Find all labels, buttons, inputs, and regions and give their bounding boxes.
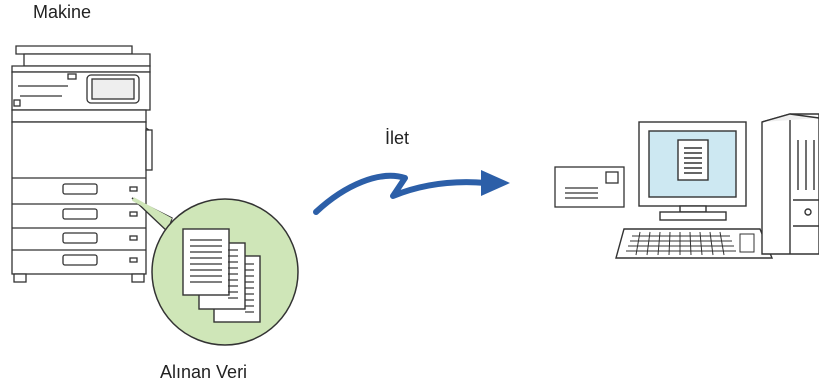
forward-label: İlet [385,128,410,148]
documents-icon [131,197,299,346]
computer-icon [615,113,819,259]
envelope-icon [554,166,625,208]
forward-arrow [313,170,510,215]
printer-icon [11,45,153,283]
received-data-label: Alınan Veri [160,362,248,382]
machine-label: Makine [33,2,92,22]
